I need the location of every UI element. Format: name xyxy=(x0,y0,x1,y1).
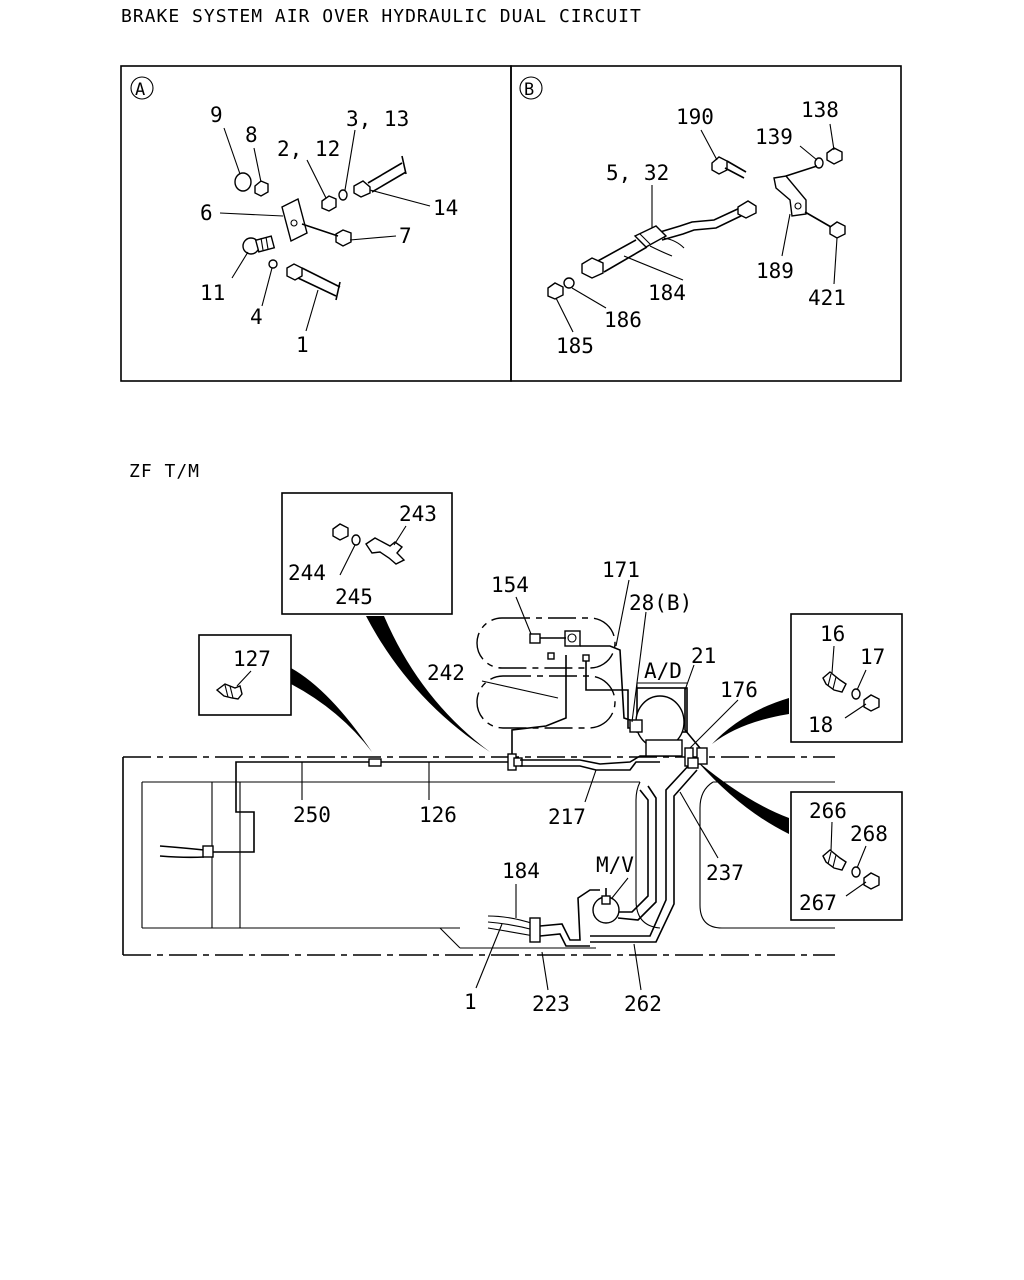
diagram-title: BRAKE SYSTEM AIR OVER HYDRAULIC DUAL CIR… xyxy=(121,6,642,27)
label-ad: A/D xyxy=(644,659,682,683)
panel-b-parts xyxy=(547,147,846,300)
panel-a-parts xyxy=(234,155,407,301)
label-4: 4 xyxy=(250,305,263,329)
label-11: 11 xyxy=(200,281,225,305)
label-244: 244 xyxy=(288,561,326,585)
label-7: 7 xyxy=(399,224,412,248)
inset-266: 266 268 267 xyxy=(790,791,903,921)
label-8: 8 xyxy=(245,123,258,147)
label-262: 262 xyxy=(624,992,662,1016)
label-421: 421 xyxy=(808,286,846,310)
panel-b-marker: B xyxy=(524,80,534,100)
label-3-13: 3, 13 xyxy=(346,107,409,131)
label-186: 186 xyxy=(604,308,642,332)
panel-a-marker: A xyxy=(135,80,145,100)
label-250: 250 xyxy=(293,803,331,827)
label-190: 190 xyxy=(676,105,714,129)
panel-a-leaders xyxy=(219,127,431,332)
label-2-12: 2, 12 xyxy=(277,137,340,161)
inset-243: 243 244 245 xyxy=(281,492,453,615)
inset-16: 16 17 18 xyxy=(790,613,903,743)
label-237: 237 xyxy=(706,861,744,885)
label-1-main: 1 xyxy=(464,990,477,1014)
label-126: 126 xyxy=(419,803,457,827)
label-242: 242 xyxy=(427,661,465,685)
label-185: 185 xyxy=(556,334,594,358)
label-mv: M/V xyxy=(596,853,634,877)
section-label: ZF T/M xyxy=(129,461,200,482)
label-217: 217 xyxy=(548,805,586,829)
label-127: 127 xyxy=(233,647,271,671)
label-266: 266 xyxy=(809,799,847,823)
label-243: 243 xyxy=(399,502,437,526)
main-leaders xyxy=(301,579,739,991)
label-268: 268 xyxy=(850,822,888,846)
label-184-b: 184 xyxy=(648,281,686,305)
label-267: 267 xyxy=(799,891,837,915)
chassis-frame xyxy=(122,756,835,956)
air-tanks xyxy=(476,617,616,729)
inset-127: 127 xyxy=(198,634,292,716)
label-138: 138 xyxy=(801,98,839,122)
label-171: 171 xyxy=(602,558,640,582)
label-223: 223 xyxy=(532,992,570,1016)
label-6: 6 xyxy=(200,201,213,225)
label-14: 14 xyxy=(433,196,458,220)
label-245: 245 xyxy=(335,585,373,609)
label-189: 189 xyxy=(756,259,794,283)
brake-lines xyxy=(159,630,708,947)
label-139: 139 xyxy=(755,125,793,149)
label-21: 21 xyxy=(691,644,716,668)
label-16: 16 xyxy=(820,622,845,646)
panel-b-leaders xyxy=(555,123,838,333)
label-184-main: 184 xyxy=(502,859,540,883)
label-17: 17 xyxy=(860,645,885,669)
detail-panel-b: B xyxy=(510,65,902,382)
label-18: 18 xyxy=(808,713,833,737)
label-1-a: 1 xyxy=(296,333,309,357)
detail-panel-a: A xyxy=(120,65,512,382)
label-9: 9 xyxy=(210,103,223,127)
label-154: 154 xyxy=(491,573,529,597)
inset-pointers xyxy=(291,616,789,834)
label-28b: 28(B) xyxy=(629,591,692,615)
label-176: 176 xyxy=(720,678,758,702)
label-5-32: 5, 32 xyxy=(606,161,669,185)
